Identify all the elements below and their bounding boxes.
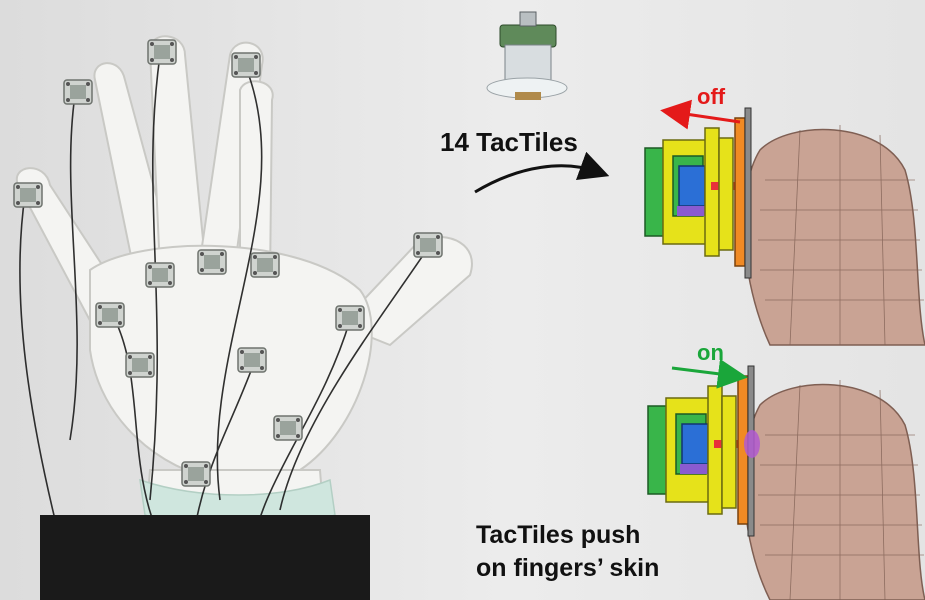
state-on-label: on <box>697 340 724 365</box>
off-arrow <box>660 99 741 130</box>
finger-render-top <box>743 125 925 346</box>
tactile-single-photo <box>486 11 568 100</box>
caption: TacTiles push on fingers’ skin <box>476 519 659 585</box>
curved-arrow <box>474 151 610 194</box>
caption-line-2: on fingers’ skin <box>476 554 660 582</box>
state-off-label: off <box>697 84 726 109</box>
wires <box>19 54 431 561</box>
on-arrow <box>671 358 748 389</box>
caption-line-1: TacTiles push <box>476 521 641 549</box>
mechanism-on <box>647 365 760 537</box>
tile-count-label: 14 TacTiles <box>440 127 578 157</box>
wire-bundle <box>40 515 370 600</box>
finger-render-bottom <box>743 380 925 600</box>
